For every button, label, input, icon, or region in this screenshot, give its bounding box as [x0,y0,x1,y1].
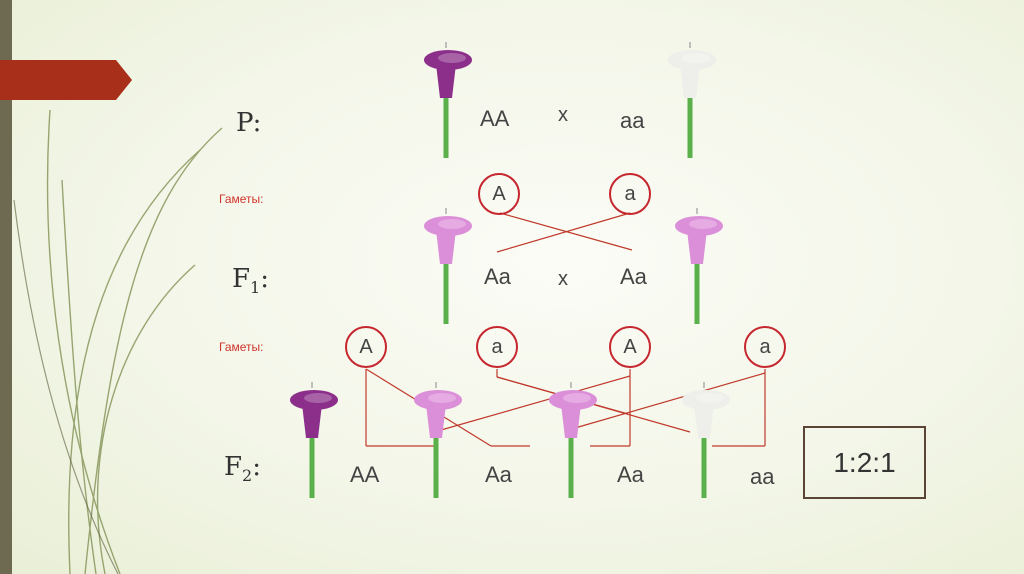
flower-purple-p [423,41,473,159]
f1-label-letter: F [232,264,251,294]
p-cross-symbol: x [558,104,568,126]
p-cross-lines [496,212,633,253]
f2-label-letter: F [224,452,243,482]
p-gamete-A: A [478,173,520,215]
f2-genotype-3: Aa [617,462,644,487]
p-gamete-a: a [609,173,651,215]
p-genotype-right: aa [620,108,645,133]
f1-gamete-2: a [476,326,518,368]
f2-row-label: F2: [224,452,261,485]
title-tag-shape [0,60,132,100]
left-accent-bar [0,0,12,574]
flower-white-f2 [681,381,731,499]
flower-white-p [667,41,717,159]
f2-genotype-2: Aa [485,462,512,487]
f1-cross-symbol: x [558,268,568,290]
f1-gamete-3: A [609,326,651,368]
decorative-swoosh [46,109,223,574]
flower-pink-f2-a [413,381,463,499]
ratio-box: 1:2:1 [803,426,926,499]
f1-label-sub: 1 [250,278,261,298]
p-row-label: P: [236,108,262,138]
f2-genotype-4: aa [750,464,775,489]
flower-purple-f2 [289,381,339,499]
flower-pink-f2-b [548,381,598,499]
flower-pink-f1-right [674,207,724,325]
flower-pink-f1-left [423,207,473,325]
f1-genotype-right: Aa [620,264,647,289]
f2-label-sub: 2 [242,466,253,486]
f1-gamete-4: a [744,326,786,368]
f1-gametes-label: Гаметы: [219,340,264,354]
f1-genotype-left: Aa [484,264,511,289]
f1-row-label: F1: [232,264,269,297]
p-gametes-label: Гаметы: [219,192,264,206]
f1-label-colon: : [260,264,269,294]
f2-genotype-1: AA [350,462,380,487]
p-genotype-left: AA [480,106,510,131]
f1-gamete-1: A [345,326,387,368]
f2-label-colon: : [252,452,261,482]
